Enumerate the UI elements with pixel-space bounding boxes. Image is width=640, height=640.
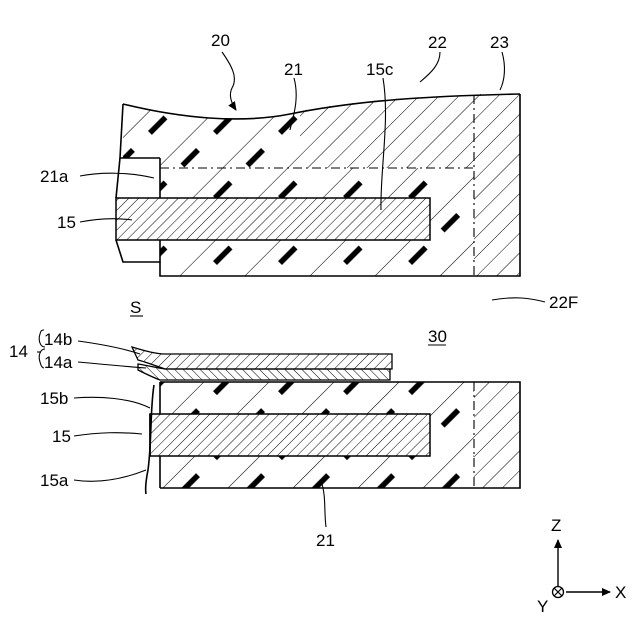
label-14a: 14a <box>44 353 73 372</box>
label-15-top: 15 <box>57 213 76 232</box>
label-21a: 21a <box>40 167 69 186</box>
label-15c: 15c <box>366 60 394 79</box>
lower-substrate <box>146 382 520 494</box>
label-23: 23 <box>490 33 509 52</box>
label-30: 30 <box>428 327 447 346</box>
label-14: 14 <box>9 342 28 361</box>
label-14b: 14b <box>44 330 72 349</box>
label-15a: 15a <box>40 471 69 490</box>
label-22: 22 <box>428 33 447 52</box>
layer-14 <box>132 347 392 380</box>
label-15-bottom: 15 <box>52 427 71 446</box>
label-21-top: 21 <box>284 60 303 79</box>
label-S: S <box>130 298 141 317</box>
layer-14b <box>132 347 392 369</box>
axis-label-y: Y <box>537 597 548 616</box>
axis-label-z: Z <box>551 516 561 535</box>
label-20: 20 <box>211 31 230 50</box>
upper-substrate <box>116 94 520 276</box>
axis-label-x: X <box>615 583 626 602</box>
label-22F: 22F <box>549 293 578 312</box>
axis-indicator: Z X Y <box>537 516 626 616</box>
label-21-bottom: 21 <box>316 531 335 550</box>
label-15b: 15b <box>40 389 68 408</box>
